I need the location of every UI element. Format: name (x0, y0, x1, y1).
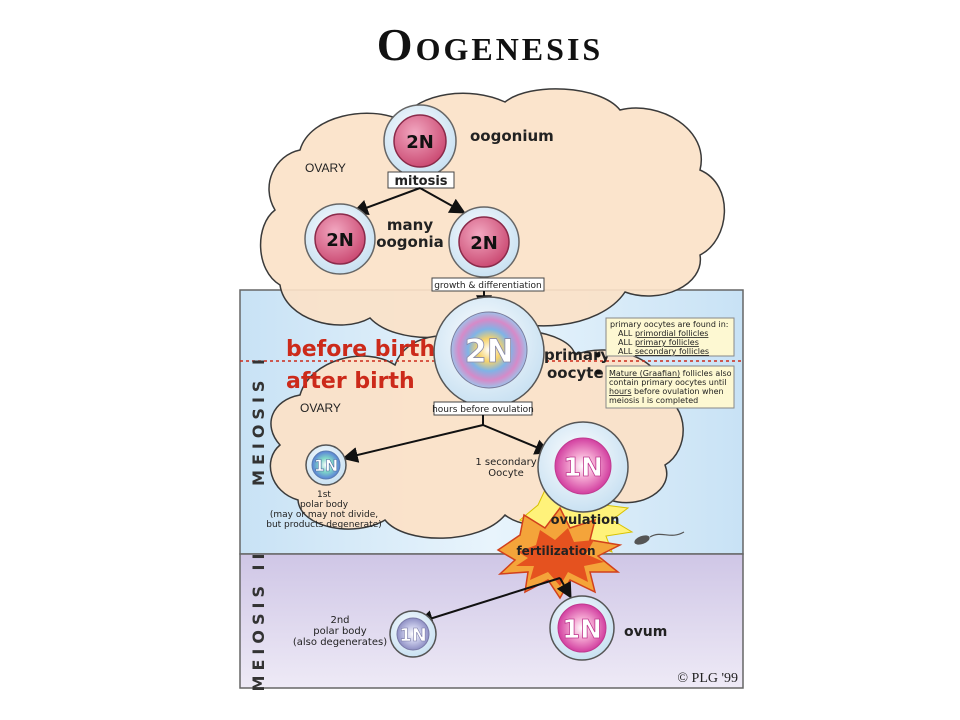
meiosis2-panel (239, 553, 744, 689)
first-polar-label-1: 1st (317, 490, 331, 500)
bullet-dot-2 (595, 369, 601, 375)
second-polar-ploidy: 1N (399, 625, 427, 646)
note2-line3b: before ovulation when (632, 387, 724, 396)
svg-text:Mature (Graafian) follicles al: Mature (Graafian) follicles also (609, 369, 732, 378)
meiosis2-label: MEIOSIS II (249, 549, 268, 692)
arrow-to-meiosis2 (416, 577, 561, 626)
many-oogonia-label-1: many (387, 216, 433, 234)
note2-line1a: Mature (Graafian) (609, 369, 680, 378)
note2-line1b: follicles also (680, 369, 731, 378)
primary-oocyte-ploidy: 2N (464, 332, 513, 370)
svg-text:ALL secondary follicles: ALL secondary follicles (618, 347, 709, 356)
oogonia-cell-left: 2N (304, 203, 376, 275)
ovum-label: ovum (624, 624, 667, 640)
arrow-mitosis-right (419, 187, 466, 214)
oogonia-right-ploidy: 2N (470, 233, 498, 254)
oogonium-label: oogonium (470, 127, 554, 145)
second-polar-label-3: (also degenerates) (293, 637, 387, 648)
primary-oocyte-label-1: primary (544, 346, 610, 364)
arrow-to-ovum (556, 577, 572, 599)
svg-text:ALL primary follicles: ALL primary follicles (618, 338, 699, 347)
first-polar-label-3: (may or may not divide, (270, 510, 378, 520)
first-polar-body-cell: 1N (305, 444, 347, 486)
first-polar-label-4: but products degenerate) (266, 520, 382, 530)
note1-line2a: ALL (618, 329, 635, 338)
ovary-label-bottom: OVARY (300, 401, 341, 415)
note1-line4a: ALL (618, 347, 635, 356)
oogonia-cell-right: 2N (448, 206, 520, 278)
fertilization-label: fertilization (516, 544, 595, 558)
note-mature-follicles: Mature (Graafian) follicles also contain… (605, 365, 735, 409)
hours-label: hours before ovulation (432, 405, 534, 415)
second-polar-label-1: 2nd (330, 615, 349, 626)
note1-line2b: primordial follicles (635, 329, 708, 338)
before-birth-label: before birth (286, 337, 435, 362)
first-polar-label-2: polar body (300, 500, 349, 510)
ovum-ploidy: 1N (562, 615, 602, 645)
fertilization-burst-inner (516, 528, 604, 586)
note2-line3a: hours (609, 387, 632, 396)
note2-line4: meiosis I is completed (609, 396, 698, 405)
many-oogonia-label-2: oogonia (376, 233, 444, 251)
note1-line3a: ALL (618, 338, 635, 347)
growth-label: growth & differentiation (434, 281, 542, 291)
primary-oocyte-label-2: oocyte (547, 364, 604, 382)
ovulation-label: ovulation (551, 513, 620, 528)
note1-line1: primary oocytes are found in: (610, 320, 728, 329)
ovary-label-top: OVARY (305, 161, 346, 175)
second-polar-body-cell: 1N (389, 610, 437, 658)
secondary-ploidy: 1N (563, 453, 603, 483)
svg-text:hours before ovulation when: hours before ovulation when (609, 387, 724, 396)
copyright-label: © PLG '99 (677, 671, 738, 686)
primary-oocyte-cell: 2N (433, 296, 545, 408)
page-title: Oogenesis (377, 19, 603, 70)
second-polar-label-2: polar body (313, 626, 366, 637)
note-follicles: primary oocytes are found in: ALL primor… (605, 317, 735, 357)
growth-box (431, 277, 545, 292)
note1-line3b: primary follicles (635, 338, 699, 347)
arrow-to-first-polar (341, 424, 484, 463)
secondary-label-1: 1 secondary (475, 457, 536, 468)
oogonia-left-ploidy: 2N (326, 230, 354, 251)
mitosis-label: mitosis (394, 174, 447, 189)
bullet-dot-1 (595, 352, 601, 358)
after-birth-label: after birth (286, 369, 415, 394)
arrow-mitosis-left (351, 187, 421, 216)
note1-line4b: secondary follicles (635, 347, 709, 356)
secondary-label-2: Oocyte (488, 468, 523, 479)
secondary-oocyte-cell: 1N (537, 421, 629, 513)
first-polar-ploidy: 1N (314, 456, 339, 475)
svg-text:ALL primordial follicles: ALL primordial follicles (618, 329, 708, 338)
ovum-cell: 1N (549, 595, 615, 661)
svg-text:primary oocytes are found in:: primary oocytes are found in: (610, 320, 728, 329)
note2-line2: contain primary oocytes until (609, 378, 727, 387)
oogonium-ploidy: 2N (406, 132, 434, 153)
sperm-icon (634, 531, 685, 545)
oogonium-cell: 2N (383, 104, 457, 178)
arrow-to-secondary (482, 424, 551, 455)
meiosis1-label: MEIOSIS I (249, 354, 268, 486)
